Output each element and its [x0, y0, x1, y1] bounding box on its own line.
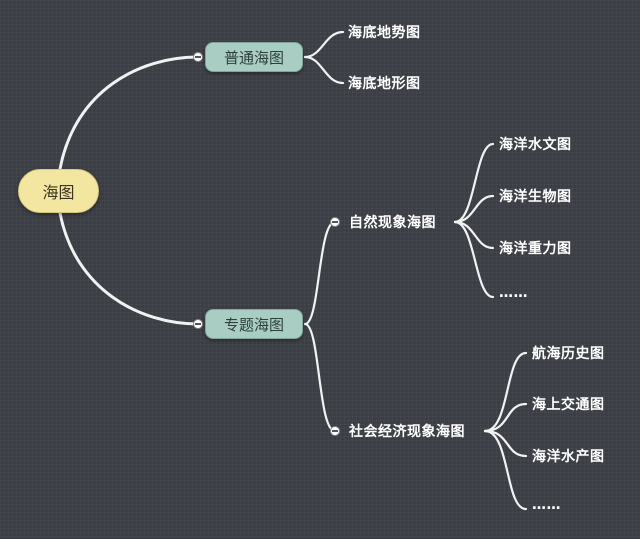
edge-thematic-natural	[303, 220, 337, 326]
leaf-seabed-relief-map[interactable]: 海底地势图	[348, 22, 421, 42]
collapse-toggle-thematic[interactable]	[193, 319, 203, 329]
edge-ordinary-child-2	[303, 55, 345, 85]
collapse-toggle-socioeconomic[interactable]	[330, 426, 340, 436]
subbranch-natural-phenomena[interactable]: 自然现象海图	[349, 212, 436, 232]
leaf-label: 海洋重力图	[499, 241, 572, 257]
edge-socio-child-2	[483, 402, 528, 433]
leaf-label: 海底地势图	[348, 25, 421, 41]
branch-ordinary-map-label: 普通海图	[223, 48, 284, 67]
leaf-label: 航海历史图	[532, 346, 605, 362]
leaf-label: 海洋生物图	[499, 189, 572, 205]
leaf-label: ……	[532, 497, 561, 513]
root-topic-label: 海图	[42, 183, 75, 202]
collapse-toggle-natural[interactable]	[330, 217, 340, 227]
leaf-ocean-fishery-map[interactable]: 海洋水产图	[532, 446, 605, 466]
edge-natural-child-2	[453, 194, 495, 224]
leaf-maritime-traffic-map[interactable]: 海上交通图	[532, 394, 605, 414]
leaf-label: 海底地形图	[348, 76, 421, 92]
edge-socio-child-4	[483, 429, 528, 511]
leaf-seabed-terrain-map[interactable]: 海底地形图	[348, 73, 421, 93]
leaf-label: 海上交通图	[532, 397, 605, 413]
leaf-socio-ellipsis[interactable]: ……	[532, 497, 561, 513]
edge-root-ordinary	[58, 55, 200, 171]
edge-socio-child-1	[483, 351, 528, 433]
leaf-navigation-history-map[interactable]: 航海历史图	[532, 343, 605, 363]
branch-thematic-map-label: 专题海图	[223, 315, 284, 334]
edge-natural-child-3	[453, 220, 495, 250]
subbranch-label: 社会经济现象海图	[349, 424, 465, 440]
edge-ordinary-child-1	[303, 30, 345, 59]
branch-ordinary-map[interactable]: 普通海图	[205, 42, 303, 72]
leaf-marine-biology-map[interactable]: 海洋生物图	[499, 186, 572, 206]
leaf-label: ……	[499, 285, 528, 301]
root-topic[interactable]: 海图	[18, 169, 99, 213]
subbranch-socioeconomic[interactable]: 社会经济现象海图	[349, 421, 465, 441]
edge-natural-child-4	[453, 220, 495, 299]
leaf-ocean-gravity-map[interactable]: 海洋重力图	[499, 238, 572, 258]
edge-natural-child-1	[453, 142, 495, 224]
leaf-natural-ellipsis[interactable]: ……	[499, 285, 528, 301]
edge-socio-child-3	[483, 429, 528, 458]
leaf-ocean-hydrology-map[interactable]: 海洋水文图	[499, 134, 572, 154]
collapse-toggle-ordinary[interactable]	[193, 52, 203, 62]
leaf-label: 海洋水文图	[499, 137, 572, 153]
branch-thematic-map[interactable]: 专题海图	[205, 309, 303, 339]
subbranch-label: 自然现象海图	[349, 215, 436, 231]
edge-root-thematic	[58, 211, 200, 326]
edge-thematic-socioeconomic	[303, 322, 337, 433]
leaf-label: 海洋水产图	[532, 449, 605, 465]
